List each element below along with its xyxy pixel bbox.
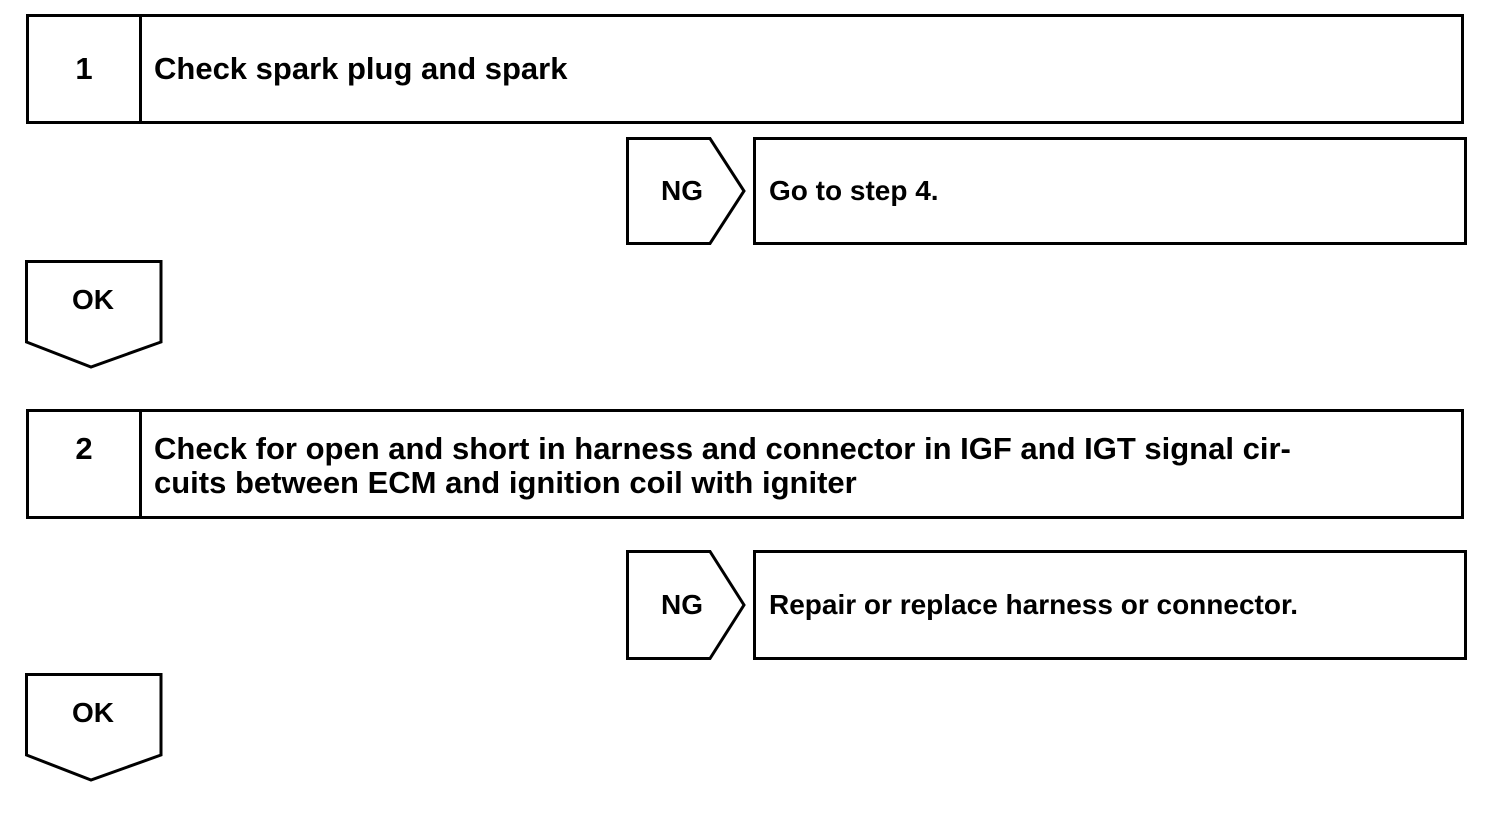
step-1-title: Check spark plug and spark <box>154 51 568 86</box>
step-1-ng-label: NG <box>661 175 703 206</box>
step-2-ng-label: NG <box>661 589 703 620</box>
step-2-ng-result: Repair or replace harness or connector. <box>753 550 1467 660</box>
step-2-ok-label: OK <box>72 697 114 728</box>
step-1-box: 1 Check spark plug and spark <box>26 14 1464 124</box>
step-2-number: 2 <box>29 412 142 516</box>
step-2-ng-arrow: NG <box>626 550 748 660</box>
step-2-ok-arrow: OK <box>25 673 165 783</box>
step-1-ok-arrow: OK <box>25 260 165 370</box>
step-1-number: 1 <box>29 17 142 121</box>
ok-arrow-shape-2 <box>25 673 163 782</box>
step-1-ok-label: OK <box>72 284 114 315</box>
step-2-box: 2 Check for open and short in harness an… <box>26 409 1464 519</box>
step-1-ng-arrow: NG <box>626 137 748 245</box>
ng-arrow-shape-2 <box>626 550 746 660</box>
ng-arrow-shape-1 <box>626 137 746 245</box>
step-2-title: Check for open and short in harness and … <box>142 412 1461 516</box>
step-2-title-line-2: cuits between ECM and ignition coil with… <box>154 465 857 500</box>
step-1-ng-result: Go to step 4. <box>753 137 1467 245</box>
ok-arrow-shape-1 <box>25 260 163 369</box>
step-2-title-line-1: Check for open and short in harness and … <box>154 431 1291 466</box>
